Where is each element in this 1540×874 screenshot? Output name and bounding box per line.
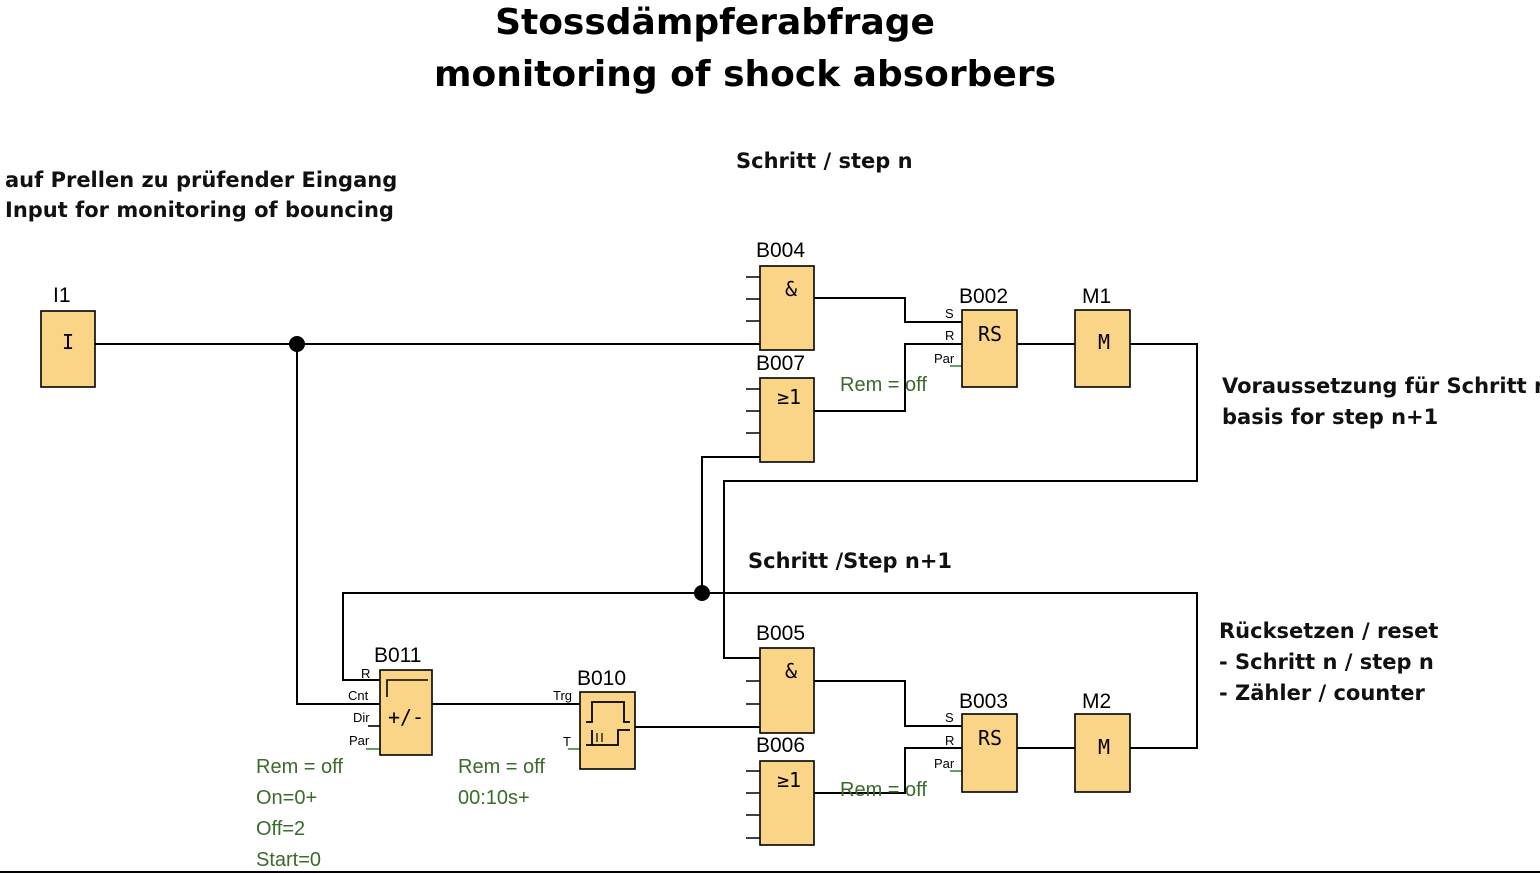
junction-dot	[694, 585, 710, 601]
reset-note-line2: - Schritt n / step n	[1219, 650, 1434, 674]
step-n-label: Schritt / step n	[736, 149, 913, 173]
input-stubs	[746, 657, 760, 728]
pin-cnt: Cnt	[348, 688, 369, 703]
basis-note-line2: basis for step n+1	[1222, 405, 1438, 429]
wire-m1-to-b005	[723, 343, 1198, 659]
block-name: B005	[756, 622, 805, 645]
block-name: B002	[959, 285, 1008, 308]
input-note-line2: Input for monitoring of bouncing	[5, 198, 394, 222]
input-symbol: I	[62, 330, 74, 354]
block-b010[interactable]: B010 Trg T Rem = off 00:10s+	[458, 667, 636, 809]
title-german: Stossdämpferabfrage	[495, 2, 935, 43]
wire-reset-to-b007	[701, 456, 760, 593]
junction-dot	[289, 336, 305, 352]
block-param: Rem = off	[840, 779, 927, 801]
block-body[interactable]	[379, 669, 433, 756]
block-name: B003	[959, 690, 1008, 713]
pin-t: T	[563, 734, 571, 749]
pin-s: S	[945, 306, 954, 321]
marker-symbol: M	[1098, 735, 1110, 759]
pin-trg: Trg	[553, 688, 572, 703]
block-b004[interactable]: B004 &	[746, 239, 815, 351]
wire-b004-to-b002-s	[814, 297, 962, 323]
block-b007[interactable]: B007 ≥1	[746, 352, 815, 463]
input-note-line1: auf Prellen zu prüfender Eingang	[5, 168, 397, 192]
block-name: B007	[756, 352, 805, 375]
block-body[interactable]	[961, 309, 1018, 388]
block-b002[interactable]: B002 S R Par RS Rem = off	[840, 285, 1018, 396]
block-body[interactable]	[759, 265, 815, 351]
pin-r: R	[945, 733, 954, 748]
reset-note-line1: Rücksetzen / reset	[1219, 619, 1438, 643]
title-english: monitoring of shock absorbers	[434, 54, 1056, 95]
pin-s: S	[945, 710, 954, 725]
block-body[interactable]	[1074, 713, 1131, 793]
param-line: On=0+	[256, 787, 317, 809]
pin-r: R	[361, 666, 370, 681]
and-symbol: &	[785, 659, 797, 683]
block-b006[interactable]: B006 ≥1	[746, 734, 815, 846]
block-body[interactable]	[40, 310, 96, 388]
updown-symbol: +/-	[388, 705, 424, 729]
or-symbol: ≥1	[777, 768, 801, 792]
wires	[95, 297, 1198, 794]
wire-b007-to-b002-r	[814, 343, 962, 412]
pin-par: Par	[934, 351, 955, 366]
rs-symbol: RS	[978, 322, 1002, 346]
block-i1[interactable]: I1 I	[40, 284, 96, 388]
block-name: B006	[756, 734, 805, 757]
input-stubs	[746, 276, 760, 345]
basis-note-line1: Voraussetzung für Schritt n+1	[1222, 374, 1540, 398]
and-symbol: &	[785, 277, 797, 301]
rs-symbol: RS	[978, 726, 1002, 750]
block-name: I1	[53, 284, 71, 307]
block-b011[interactable]: B011 R Cnt Dir Par +/- Rem = off On=0+ O…	[256, 644, 433, 871]
wire-b005-to-b003-s	[814, 680, 962, 727]
block-body[interactable]	[961, 713, 1018, 793]
or-symbol: ≥1	[777, 385, 801, 409]
marker-symbol: M	[1098, 330, 1110, 354]
input-stubs	[746, 388, 760, 434]
param-line: Start=0	[256, 849, 321, 871]
block-name: M1	[1082, 285, 1111, 308]
input-stubs	[746, 770, 760, 839]
block-param: Rem = off	[840, 374, 927, 396]
block-name: B004	[756, 239, 805, 262]
block-body[interactable]	[1074, 309, 1131, 388]
block-body[interactable]	[759, 760, 815, 846]
pin-dir: Dir	[353, 710, 370, 725]
pin-par: Par	[349, 733, 370, 748]
edge-icon	[386, 679, 428, 697]
block-name: B011	[374, 644, 422, 667]
wire-b006-to-b003-r	[814, 747, 962, 794]
wire-i1-to-b011-cnt	[296, 344, 380, 705]
pulse-icon	[586, 701, 630, 746]
block-m2[interactable]: M2 M	[1074, 690, 1131, 793]
step-n1-label: Schritt /Step n+1	[748, 549, 952, 573]
pulse-ticks	[596, 733, 603, 742]
pin-r: R	[945, 328, 954, 343]
block-b005[interactable]: B005 &	[746, 622, 815, 734]
block-body[interactable]	[759, 377, 815, 463]
param-line: Off=2	[256, 818, 305, 840]
param-line: Rem = off	[256, 756, 343, 778]
block-body[interactable]	[759, 647, 815, 734]
block-m1[interactable]: M1 M	[1074, 285, 1131, 388]
param-line: 00:10s+	[458, 787, 530, 809]
pin-par: Par	[934, 756, 955, 771]
block-b003[interactable]: B003 S R Par RS Rem = off	[840, 690, 1018, 801]
reset-note-line3: - Zähler / counter	[1219, 681, 1426, 705]
block-name: M2	[1082, 690, 1111, 713]
block-name: B010	[577, 667, 626, 690]
wire-m2-reset-line	[342, 592, 1198, 749]
param-line: Rem = off	[458, 756, 545, 778]
